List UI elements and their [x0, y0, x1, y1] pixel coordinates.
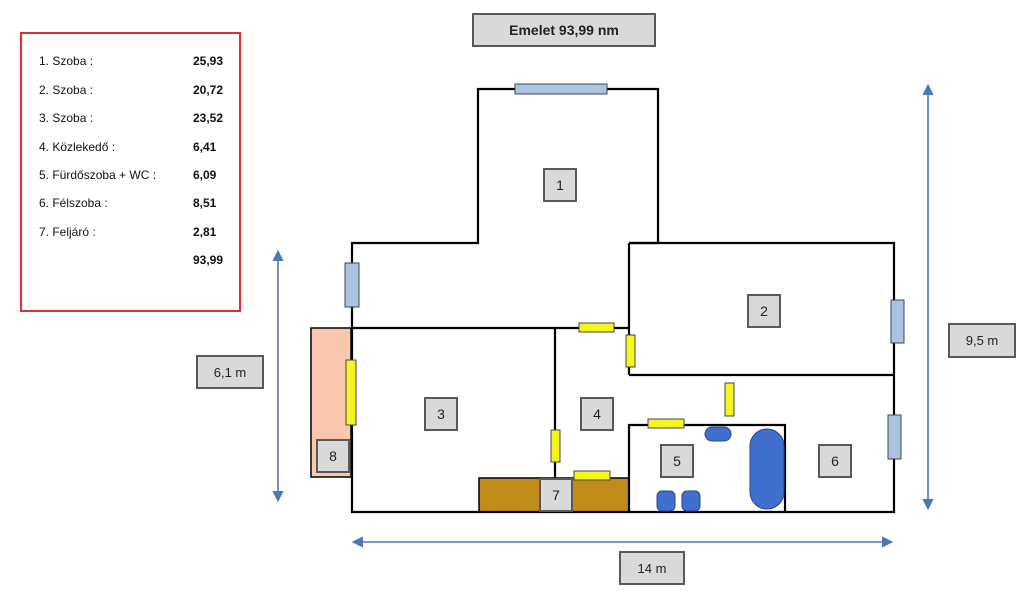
- legend-room-name: 6. Félszoba :: [39, 196, 108, 210]
- floor-title: Emelet 93,99 nm: [472, 13, 656, 47]
- window: [514, 83, 608, 95]
- room-label-8: 8: [316, 439, 350, 473]
- legend-room-area: 8,51: [193, 196, 217, 210]
- legend-room-area: 6,41: [193, 140, 217, 154]
- room-label-6: 6: [818, 444, 852, 478]
- legend-room-name: 5. Fürdőszoba + WC :: [39, 168, 157, 182]
- legend-room-area: 20,72: [193, 83, 224, 97]
- legend-room-name: 4. Közlekedő :: [39, 140, 116, 154]
- walls: [350, 87, 896, 514]
- window: [344, 262, 360, 308]
- room-label-3: 3: [424, 397, 458, 431]
- toilet: [656, 490, 676, 512]
- room-label-1: 1: [543, 168, 577, 202]
- area-legend: 1. Szoba : 25,93 2. Szoba : 20,72 3. Szo…: [20, 32, 241, 312]
- legend-row: 1. Szoba : 25,93: [39, 54, 239, 74]
- door: [578, 322, 615, 333]
- legend-row: 7. Feljáró : 2,81: [39, 225, 239, 245]
- dimension-arrows: [272, 83, 934, 548]
- legend-room-name: 1. Szoba :: [39, 54, 94, 68]
- legend-row: 6. Félszoba : 8,51: [39, 196, 239, 216]
- dimension-width-bottom: 14 m: [619, 551, 685, 585]
- door: [625, 334, 636, 368]
- room-label-5: 5: [660, 444, 694, 478]
- legend-row: 5. Fürdőszoba + WC : 6,09: [39, 168, 239, 188]
- legend-room-name: 3. Szoba :: [39, 111, 94, 125]
- legend-room-area: 2,81: [193, 225, 217, 239]
- dimension-height-left: 6,1 m: [196, 355, 264, 389]
- legend-total: 93,99: [193, 253, 224, 267]
- legend-room-name: 2. Szoba :: [39, 83, 94, 97]
- sink: [704, 426, 732, 442]
- bidet: [681, 490, 701, 512]
- door: [550, 429, 561, 463]
- room-label-4: 4: [580, 397, 614, 431]
- door: [647, 418, 685, 429]
- window: [887, 414, 902, 460]
- door: [724, 382, 735, 417]
- room-label-2: 2: [747, 294, 781, 328]
- dimension-height-right: 9,5 m: [948, 323, 1016, 358]
- room-label-7: 7: [539, 478, 573, 512]
- window: [890, 299, 905, 344]
- bathroom-fixtures: [656, 426, 785, 512]
- bathtub: [749, 428, 785, 510]
- legend-room-area: 25,93: [193, 54, 224, 68]
- legend-row: 4. Közlekedő : 6,41: [39, 140, 239, 160]
- legend-room-area: 23,52: [193, 111, 224, 125]
- door: [573, 470, 611, 481]
- windows: [344, 83, 905, 460]
- door: [345, 359, 357, 426]
- legend-room-name: 7. Feljáró :: [39, 225, 96, 239]
- legend-total-row: 93,99: [39, 253, 239, 273]
- legend-row: 3. Szoba : 23,52: [39, 111, 239, 131]
- legend-row: 2. Szoba : 20,72: [39, 83, 239, 103]
- doors: [345, 322, 735, 481]
- legend-room-area: 6,09: [193, 168, 217, 182]
